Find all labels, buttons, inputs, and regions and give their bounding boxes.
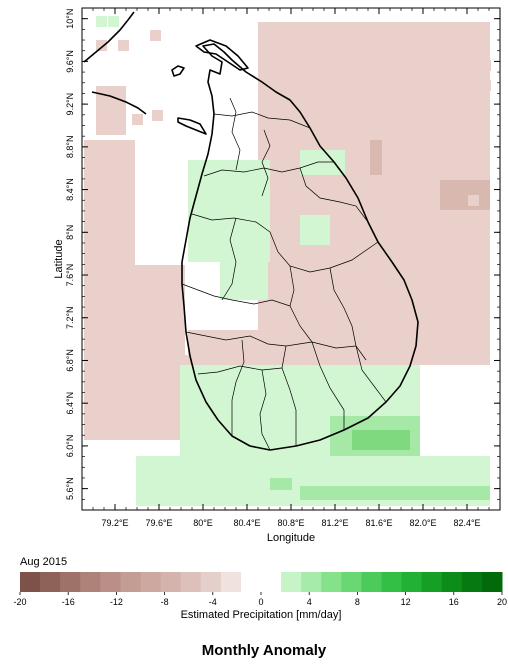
anomaly-cell-block: [440, 180, 490, 210]
anomaly-cell-block: [188, 330, 420, 368]
colorbar-segment: [60, 572, 81, 592]
colorbar-tick-label: -4: [209, 597, 217, 607]
colorbar-title: Estimated Precipitation [mm/day]: [181, 609, 342, 621]
colorbar-segment: [140, 572, 162, 592]
lat-tick-label: 7.2°N: [65, 306, 75, 329]
colorbar-tick-label: 8: [355, 597, 360, 607]
lat-tick-label: 9.2°N: [65, 93, 75, 116]
colorbar-tick-label: 16: [449, 597, 459, 607]
lat-tick-label: 6.4°N: [65, 392, 75, 415]
lat-tick-label: 7.6°N: [65, 264, 75, 287]
lat-tick-label: 8°N: [65, 225, 75, 240]
lon-tick-label: 80.8°E: [277, 518, 304, 528]
colorbar-segment: [341, 572, 362, 592]
colorbar-tick-label: 0: [258, 597, 263, 607]
colorbar-segment: [180, 572, 202, 592]
lat-tick-label: 9.6°N: [65, 50, 75, 73]
colorbar-tick-label: -8: [161, 597, 169, 607]
longitude-tick-labels: 79.2°E 79.6°E 80°E 80.4°E 80.8°E 81.2°E 81.6°E…: [101, 518, 480, 528]
colorbar-segment: [120, 572, 141, 592]
colorbar-segment: [160, 572, 182, 592]
lon-tick-label: 82.4°E: [453, 518, 480, 528]
colorbar-segment: [401, 572, 423, 592]
colorbar-segment: [421, 572, 443, 592]
anomaly-cell: [108, 16, 119, 27]
adams-bridge-outline: [91, 91, 147, 115]
y-axis-title: Latitude: [53, 239, 65, 278]
lat-tick-label: 6.8°N: [65, 349, 75, 372]
date-label: Aug 2015: [20, 556, 67, 568]
anomaly-cell: [118, 40, 129, 51]
colorbar-segment: [481, 572, 503, 592]
colorbar-tick-label: -12: [110, 597, 123, 607]
lat-tick-label: 8.8°N: [65, 136, 75, 159]
lon-tick-label: 82.0°E: [409, 518, 436, 528]
figure-caption: Monthly Anomaly: [202, 642, 327, 659]
colorbar-segment: [301, 572, 322, 592]
lon-tick-label: 80.4°E: [233, 518, 260, 528]
colorbar-segment: [261, 572, 282, 592]
colorbar-tick-label: 12: [401, 597, 411, 607]
island-outline: [171, 65, 185, 77]
colorbar-segment: [321, 572, 342, 592]
lat-tick-label: 6.0°N: [65, 435, 75, 458]
anomaly-cell-block: [220, 262, 268, 300]
axis-ticks: [82, 8, 500, 510]
colorbar-segment: [441, 572, 463, 592]
lon-tick-label: 79.2°E: [101, 518, 128, 528]
indian-coast-outline: [83, 11, 135, 63]
colorbar-tick-label: 20: [497, 597, 507, 607]
anomaly-cell-block: [300, 486, 490, 500]
x-axis-title: Longitude: [267, 532, 315, 544]
colorbar-segment: [461, 572, 483, 592]
anomaly-cell: [132, 114, 143, 125]
anomaly-cell: [480, 60, 491, 71]
anomaly-cell: [152, 110, 163, 121]
anomaly-cell: [96, 40, 107, 51]
anomaly-cell-block: [84, 265, 185, 365]
colorbar: [20, 572, 503, 592]
jaffna-peninsula-outline: [195, 39, 249, 71]
anomaly-cell-block: [188, 160, 270, 262]
anomaly-cell-block: [284, 76, 320, 110]
lon-tick-label: 81.6°E: [365, 518, 392, 528]
anomaly-cell-block: [300, 215, 330, 245]
mannar-island-outline: [177, 117, 207, 135]
colorbar-tick-label: 4: [307, 597, 312, 607]
anomaly-cell: [96, 16, 107, 27]
sri-lanka-coastline: [181, 43, 419, 451]
anomaly-cell: [468, 195, 479, 206]
anomaly-cell-block: [270, 478, 292, 490]
anomaly-cell-block: [300, 150, 345, 175]
anomaly-cell-block: [370, 140, 382, 175]
colorbar-segment: [381, 572, 403, 592]
anomaly-cell: [150, 30, 161, 41]
colorbar-segment: [361, 572, 382, 592]
colorbar-segment: [240, 572, 262, 592]
lon-tick-label: 80°E: [193, 518, 213, 528]
colorbar-segment: [220, 572, 242, 592]
colorbar-segment: [281, 572, 302, 592]
lon-tick-label: 79.6°E: [145, 518, 172, 528]
anomaly-cell-block: [352, 430, 410, 450]
lat-tick-label: 5.6°N: [65, 477, 75, 500]
colorbar-segment: [100, 572, 121, 592]
anomaly-cell: [480, 80, 491, 91]
map-plot-area: [81, 7, 501, 511]
latitude-tick-labels: 10°N 9.6°N 9.2°N 8.8°N 8.4°N 8°N 7.6°N 7.2°N 6.8…: [65, 9, 75, 500]
colorbar-tick-label: -16: [62, 597, 75, 607]
lat-tick-label: 10°N: [65, 9, 75, 29]
colorbar-tick-label: -20: [13, 597, 26, 607]
colorbar-segment: [80, 572, 101, 592]
lat-tick-label: 8.4°N: [65, 178, 75, 201]
colorbar-segment: [200, 572, 222, 592]
lon-tick-label: 81.2°E: [321, 518, 348, 528]
colorbar-segment: [40, 572, 61, 592]
district-boundaries: [181, 97, 387, 451]
colorbar-tick-labels: -20 -16 -12 -8 -4 0 4 8 12 16 20: [13, 592, 507, 607]
colorbar-segment: [20, 572, 41, 592]
